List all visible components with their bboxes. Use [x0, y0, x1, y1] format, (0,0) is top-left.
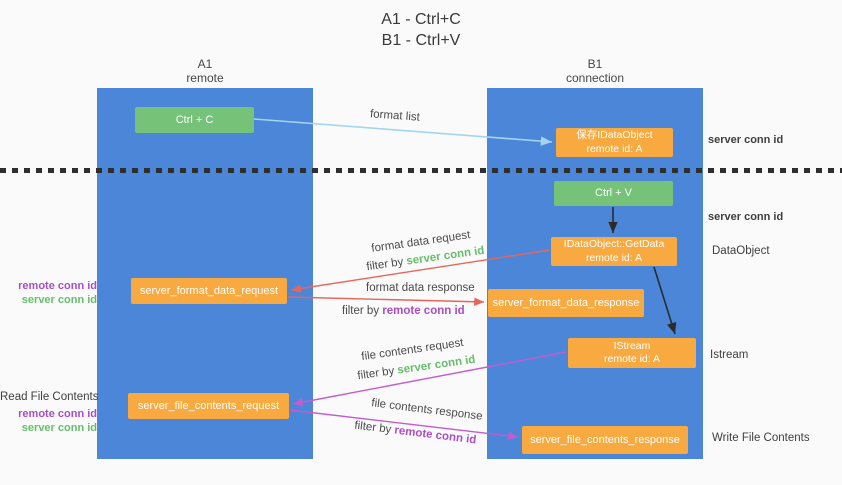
node-server-file-contents-request: server_file_contents_request — [128, 393, 289, 419]
node-server-file-contents-response: server_file_contents_response — [522, 426, 688, 454]
column-b1-title: B1 — [587, 57, 603, 71]
side-label-dataobject: DataObject — [712, 245, 770, 257]
filter-by-text: filter by — [353, 419, 396, 437]
filter-by-text: filter by — [356, 364, 399, 383]
title-line-2: B1 - Ctrl+V — [381, 32, 461, 49]
node-ctrl-v: Ctrl + V — [554, 181, 673, 206]
node-save-idataobject-line1: 保存IDataObject — [576, 129, 653, 141]
side-label-istream: Istream — [710, 349, 749, 361]
node-server-format-data-response: server_format_data_response — [488, 289, 644, 317]
remote-conn-id-text: remote conn id — [382, 305, 465, 317]
side-label-server-conn-id-file: server conn id — [21, 422, 97, 434]
node-ctrl-c-label: Ctrl + C — [175, 113, 214, 126]
server-conn-id-text: server conn id — [396, 353, 477, 377]
column-a1-subtitle: remote — [186, 71, 224, 85]
filter-by-text: filter by — [342, 305, 383, 317]
node-save-idataobject: 保存IDataObject remote id: A — [556, 128, 673, 157]
label-format-data-response: format data response — [366, 282, 475, 294]
side-label-remote-conn-id-file: remote conn id — [18, 408, 97, 420]
label-file-contents-response-filter: filter by remote conn id — [354, 420, 477, 447]
dashed-divider — [0, 168, 842, 173]
node-save-idataobject-line2: remote id: A — [586, 142, 643, 155]
side-label-server-conn-id-top: server conn id — [708, 134, 784, 146]
remote-conn-id-text: remote conn id — [393, 424, 477, 447]
filter-by-text: filter by — [365, 255, 408, 274]
column-header-b1: B1 connection — [535, 57, 655, 85]
column-a1-title: A1 — [197, 57, 213, 71]
side-label-write-file-contents: Write File Contents — [712, 432, 810, 444]
side-group-format-conn-ids: remote conn id server conn id — [0, 279, 97, 307]
node-istream-line1: IStream — [613, 339, 651, 352]
node-ctrl-v-label: Ctrl + V — [595, 187, 632, 199]
node-ctrl-c: Ctrl + C — [135, 107, 254, 133]
side-label-server-conn-id-format: server conn id — [21, 294, 97, 306]
node-istream: IStream remote id: A — [568, 338, 696, 368]
label-format-data-response-filter: filter by remote conn id — [342, 305, 465, 317]
side-label-server-conn-id-mid: server conn id — [708, 211, 784, 223]
node-format-request-label: server_format_data_request — [139, 284, 279, 297]
column-header-a1: A1 remote — [145, 57, 265, 85]
side-label-remote-conn-id-format: remote conn id — [18, 280, 97, 292]
title-line-1: A1 - Ctrl+C — [381, 11, 461, 28]
column-b1-subtitle: connection — [565, 71, 625, 85]
side-label-read-file-contents: Read File Contents — [0, 391, 99, 403]
label-format-list: format list — [369, 108, 421, 124]
node-idataobject-getdata: IDataObject::GetData remote id: A — [551, 237, 677, 266]
node-getdata-line1: IDataObject::GetData — [563, 238, 665, 250]
arrow-format-data-response — [287, 296, 485, 306]
node-server-format-data-request: server_format_data_request — [131, 278, 287, 304]
node-istream-line2: remote id: A — [603, 353, 661, 365]
side-group-read-file: Read File Contents remote conn id server… — [0, 390, 99, 435]
node-format-response-label: server_format_data_response — [492, 296, 640, 309]
node-file-request-label: server_file_contents_request — [137, 399, 280, 412]
node-getdata-line2: remote id: A — [585, 251, 642, 264]
label-file-contents-response: file contents response — [370, 397, 484, 423]
diagram-title: A1 - Ctrl+C B1 - Ctrl+V — [0, 9, 842, 51]
node-file-response-label: server_file_contents_response — [530, 433, 680, 446]
